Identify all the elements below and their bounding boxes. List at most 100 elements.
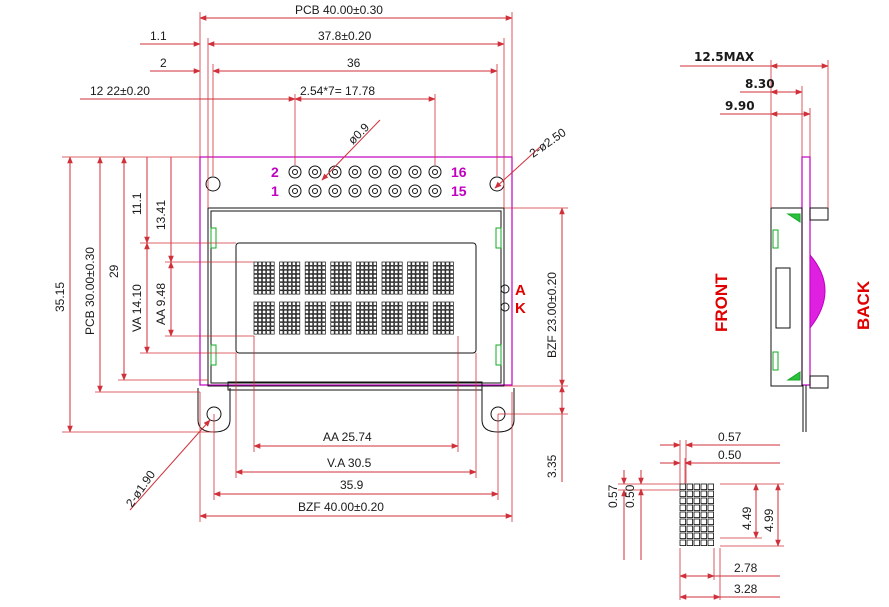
lcd-dot	[445, 269, 450, 274]
lcd-dot	[309, 286, 314, 291]
lcd-dot	[253, 301, 258, 306]
side-pin-bottom	[809, 375, 829, 389]
detail-dot	[686, 497, 693, 504]
lcd-dot	[407, 313, 412, 319]
lcd-dot	[372, 313, 377, 319]
lcd-dot	[432, 261, 437, 266]
lcd-dot	[257, 326, 262, 331]
lcd-dot	[262, 269, 267, 274]
lcd-character	[253, 261, 275, 295]
lcd-dot	[321, 309, 326, 314]
lcd-dot	[287, 305, 292, 310]
lcd-dot	[270, 290, 275, 295]
lcd-dot	[407, 269, 412, 274]
lcd-dot	[364, 301, 369, 306]
lcd-dot	[360, 330, 365, 335]
lcd-dot	[398, 309, 403, 314]
lcd-dot	[296, 326, 301, 331]
pin-pad	[348, 165, 362, 179]
lcd-dot	[283, 326, 288, 331]
lcd-dot	[334, 278, 339, 283]
lcd-dot	[309, 273, 314, 279]
lcd-dot	[304, 322, 309, 327]
lcd-dot	[394, 290, 399, 295]
lcd-dot	[347, 309, 352, 314]
lcd-dot	[390, 261, 395, 266]
lcd-dot	[309, 313, 314, 319]
lcd-dot	[270, 261, 275, 266]
lcd-dot	[415, 282, 420, 287]
lcd-dot	[270, 305, 275, 310]
lcd-dot	[441, 261, 446, 266]
lcd-dot	[257, 318, 262, 323]
lcd-dot	[296, 269, 301, 274]
bezel-inner	[210, 210, 502, 384]
lcd-dot	[313, 330, 318, 335]
lcd-dot	[279, 326, 284, 331]
lcd-dot	[432, 313, 437, 319]
lcd-dot	[279, 318, 284, 323]
lcd-dot	[411, 261, 416, 266]
lcd-dot	[415, 261, 420, 266]
lcd-dot	[432, 273, 437, 279]
lcd-dot	[266, 261, 271, 266]
lcd-dot	[394, 273, 399, 279]
lcd-dot	[437, 273, 442, 279]
detail-dot	[700, 483, 707, 490]
lcd-dot	[411, 269, 416, 274]
lcd-character	[381, 301, 403, 335]
lcd-dot	[356, 318, 361, 323]
dim-3-35: 3.35	[545, 454, 559, 478]
lcd-dot	[437, 290, 442, 295]
lcd-dot	[419, 309, 424, 314]
lcd-dot	[432, 330, 437, 335]
lcd-dot	[343, 273, 348, 279]
lcd-dot	[419, 265, 424, 270]
char-detail-dots	[679, 483, 714, 546]
lcd-dot	[390, 313, 395, 319]
lcd-dot	[445, 313, 450, 319]
lcd-dot	[317, 261, 322, 266]
lcd-dot	[411, 301, 416, 306]
lcd-dot	[381, 273, 386, 279]
lcd-dot	[419, 330, 424, 335]
lcd-dot	[343, 290, 348, 295]
pin-pad	[288, 165, 302, 179]
lcd-dot	[368, 282, 373, 287]
lcd-dot	[368, 318, 373, 323]
bezel-outline	[207, 207, 505, 387]
lcd-dot	[330, 286, 335, 291]
pin-hole	[412, 188, 418, 194]
lcd-dot	[296, 313, 301, 319]
lcd-dot	[364, 318, 369, 323]
lcd-dot	[445, 322, 450, 327]
pin-hole	[372, 188, 378, 194]
lcd-dot	[266, 318, 271, 323]
lcd-dot	[330, 330, 335, 335]
lcd-dot	[262, 305, 267, 310]
dim-0-50-h: 0.50	[718, 448, 742, 462]
side-clip-top	[786, 213, 801, 223]
lcd-dot	[262, 309, 267, 314]
lcd-dot	[385, 278, 390, 283]
lcd-dot	[437, 261, 442, 266]
lcd-dot	[347, 290, 352, 295]
lcd-dot	[381, 265, 386, 270]
lcd-dot	[415, 309, 420, 314]
lcd-dot	[368, 305, 373, 310]
lcd-dot	[445, 273, 450, 279]
lcd-dot	[304, 326, 309, 331]
detail-dot	[679, 518, 686, 525]
lcd-dot	[372, 301, 377, 306]
lcd-dot	[419, 269, 424, 274]
lcd-dot	[321, 261, 326, 266]
lcd-dot	[356, 282, 361, 287]
lcd-dot	[419, 282, 424, 287]
lcd-dot	[296, 290, 301, 295]
lcd-dot	[356, 330, 361, 335]
lcd-dot	[437, 313, 442, 319]
lcd-dot	[321, 322, 326, 327]
lcd-dot	[343, 301, 348, 306]
side-pin-top	[809, 207, 829, 221]
